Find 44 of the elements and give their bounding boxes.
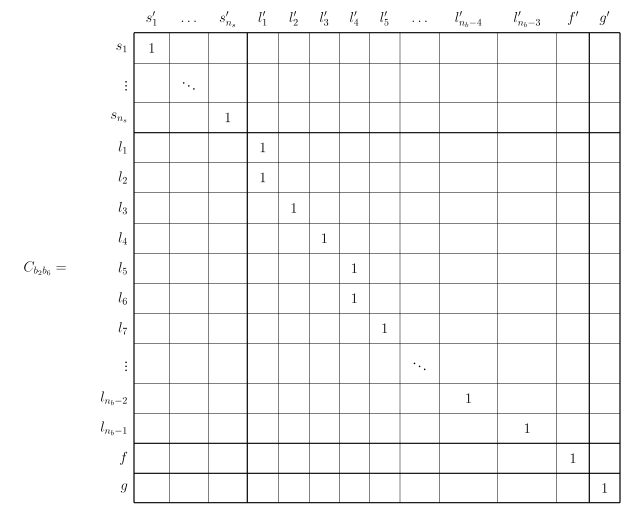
matrix-entry: $1$ [525, 423, 530, 433]
matrix-entry: $1$ [322, 233, 327, 243]
matrix-entry: $\ddots$ [414, 362, 426, 370]
row-header: $l_3$ [118, 202, 127, 214]
row-header: $l_1$ [118, 141, 126, 154]
row-header: $\vdots$ [125, 361, 127, 372]
column-header: $s'_{n_s}$ [220, 11, 236, 28]
matrix-entry: $1$ [602, 483, 607, 493]
matrix-name: $C_{b_2b_6} =$ [24, 261, 66, 276]
row-header: $g$ [120, 483, 128, 493]
matrix-entry: $1$ [260, 142, 266, 152]
matrix-entry: $1$ [352, 263, 357, 273]
column-header: $l'_4$ [350, 11, 358, 26]
row-header: $l_7$ [118, 322, 128, 335]
row-header: $l_6$ [118, 292, 127, 305]
column-header: $l'_{n_b-4}$ [455, 11, 482, 28]
row-header: $l_5$ [118, 262, 127, 275]
row-header: $l_4$ [118, 232, 127, 244]
column-header: $l'_3$ [320, 11, 328, 26]
row-header: $l_{n_b-1}$ [100, 421, 126, 436]
column-header: $g'$ [600, 11, 610, 25]
column-header: $s'_1$ [146, 11, 156, 26]
column-header: $\dots$ [412, 20, 427, 22]
row-header: $s_{n_s}$ [111, 112, 126, 122]
column-header: $l'_{n_b-3}$ [514, 11, 540, 28]
row-header: $\vdots$ [125, 80, 127, 91]
column-header: $l'_5$ [380, 11, 388, 26]
row-header: $s_1$ [116, 44, 126, 52]
matrix-entry: $1$ [570, 453, 576, 463]
matrix-entry: $1$ [292, 203, 296, 213]
column-header: $f'$ [568, 11, 578, 25]
row-header: $l_2$ [118, 171, 127, 184]
column-header: $\dots$ [182, 20, 196, 22]
matrix-entry: $1$ [466, 393, 471, 403]
row-header: $f$ [120, 452, 128, 465]
matrix-entry: $1$ [382, 323, 387, 333]
matrix-entry: $1$ [352, 293, 357, 303]
matrix-entry: $\ddots$ [182, 82, 195, 90]
column-header: $l'_1$ [258, 11, 266, 26]
matrix-entry: $1$ [150, 43, 154, 53]
matrix-entry: $1$ [226, 112, 230, 122]
row-header: $l_{n_b-2}$ [100, 391, 127, 406]
column-header: $l'_2$ [290, 11, 298, 26]
matrix-entry: $1$ [260, 172, 266, 182]
